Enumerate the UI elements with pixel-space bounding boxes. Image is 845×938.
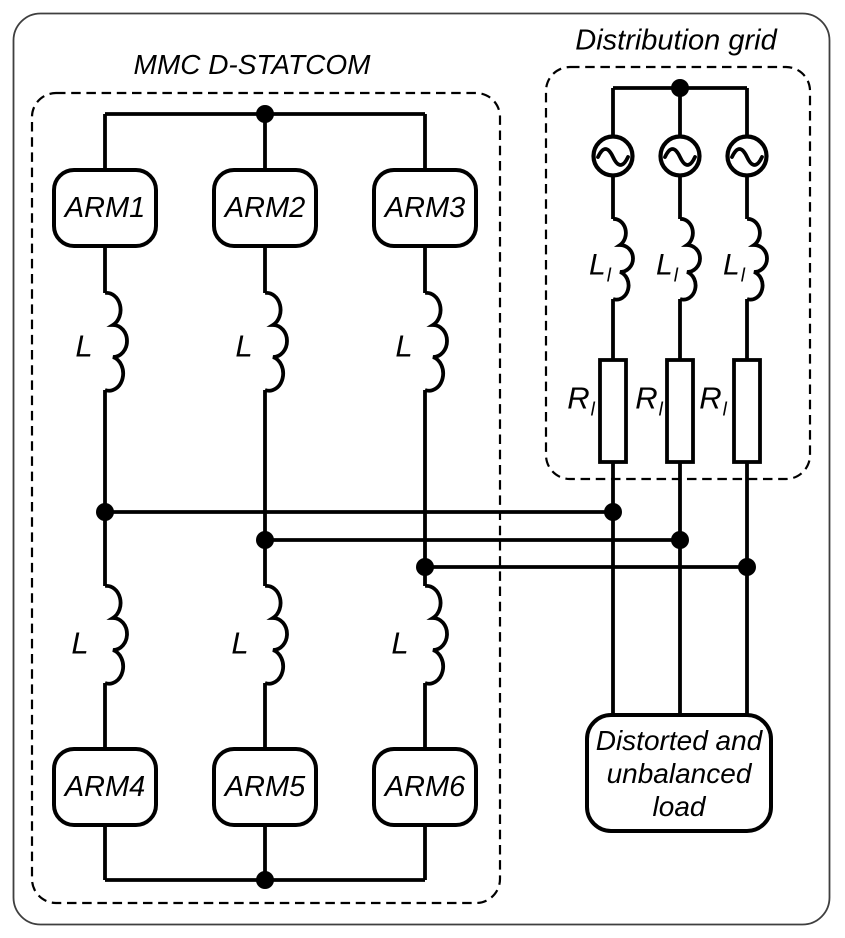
arm-inductor-label: L — [71, 625, 89, 661]
grid-inductor-sub: l — [606, 265, 611, 287]
junction-dot-icon — [256, 531, 274, 549]
junction-dot-icon — [604, 503, 622, 521]
arm-inductor-label: L — [75, 328, 93, 364]
phase-link-wires — [105, 510, 747, 569]
grid-resistor-base: R — [635, 380, 658, 416]
outer-border — [12, 12, 831, 926]
junction-dot-icon — [256, 105, 274, 123]
grid-resistor-label: Rl — [699, 383, 727, 420]
load-label-line: unbalanced — [606, 757, 752, 789]
arm4-box: ARM4 — [52, 747, 158, 827]
load-label-line: load — [652, 790, 706, 822]
mmc-dashed-border — [30, 91, 502, 905]
grid-resistor-sub: l — [590, 399, 595, 421]
grid-resistor-base: R — [567, 380, 590, 416]
arm2-label: ARM2 — [224, 191, 306, 224]
grid-inductor-sub: l — [673, 265, 678, 287]
grid-inductor-sub: l — [740, 265, 745, 287]
grid-resistor-sub: l — [722, 399, 727, 421]
grid-resistor-label: Rl — [635, 383, 663, 420]
junction-dot-icon — [416, 558, 434, 576]
mmc-section-title: MMC D-STATCOM — [133, 49, 371, 80]
grid-dashed-border — [544, 65, 812, 481]
grid-inductor-label: Ll — [723, 248, 745, 287]
arm1-box: ARM1 — [52, 168, 158, 248]
grid-resistor-base: R — [699, 380, 722, 416]
arm5-box: ARM5 — [212, 747, 318, 827]
grid-resistor-label: Rl — [567, 383, 595, 420]
arm-inductor-label: L — [235, 328, 253, 364]
inductor-icon — [264, 291, 289, 393]
ac-source-icon — [591, 134, 635, 178]
resistor-icon — [665, 358, 695, 464]
junction-dot-icon — [671, 531, 689, 549]
grid-inductor-label: Ll — [656, 248, 678, 287]
inductor-icon — [424, 584, 449, 686]
grid-resistor-sub: l — [658, 399, 663, 421]
inductor-icon — [612, 217, 635, 302]
load-box: Distorted and unbalanced load — [585, 713, 773, 833]
junction-dot-icon — [96, 503, 114, 521]
junction-dot-icon — [671, 79, 689, 97]
grid-inductor-label: Ll — [589, 248, 611, 287]
arm2-box: ARM2 — [212, 168, 318, 248]
grid-inductor-base: L — [723, 248, 740, 282]
arm-inductor-label: L — [391, 625, 409, 661]
resistor-icon — [598, 358, 628, 464]
grid-inductor-base: L — [589, 248, 606, 282]
arm5-label: ARM5 — [224, 770, 306, 803]
ac-source-icon — [658, 134, 702, 178]
inductor-icon — [424, 291, 449, 393]
inductor-icon — [104, 291, 129, 393]
load-label-line: Distorted and — [595, 724, 763, 756]
grid-section-title: Distribution grid — [575, 24, 777, 57]
inductor-icon — [264, 584, 289, 686]
junction-dot-icon — [256, 871, 274, 889]
junction-dot-icon — [738, 558, 756, 576]
arm-inductor-label: L — [231, 625, 249, 661]
grid-inductor-base: L — [656, 248, 673, 282]
arm4-label: ARM4 — [64, 770, 146, 803]
arm3-box: ARM3 — [372, 168, 478, 248]
arm6-label: ARM6 — [384, 770, 466, 803]
arm3-label: ARM3 — [384, 191, 466, 224]
ac-source-icon — [725, 134, 769, 178]
inductor-icon — [679, 217, 702, 302]
arm-inductor-label: L — [395, 328, 413, 364]
arm1-label: ARM1 — [64, 191, 146, 224]
arm6-box: ARM6 — [372, 747, 478, 827]
inductor-icon — [746, 217, 769, 302]
inductor-icon — [104, 584, 129, 686]
resistor-icon — [732, 358, 762, 464]
